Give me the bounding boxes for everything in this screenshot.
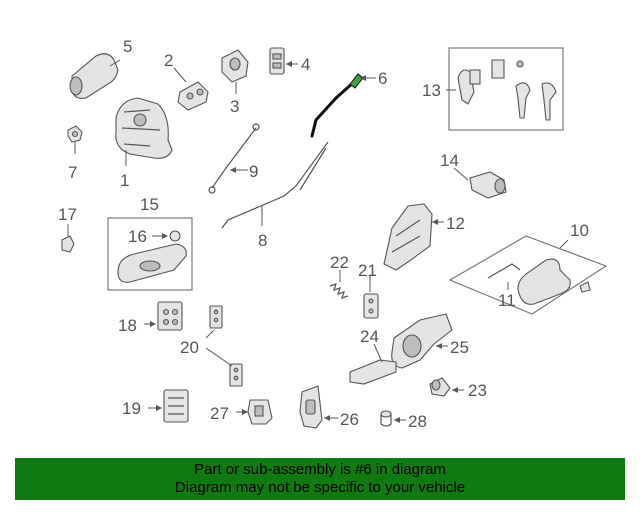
part-3-grommet[interactable] bbox=[221, 49, 249, 94]
callout-24[interactable]: 24 bbox=[360, 327, 379, 346]
part-2-bracket[interactable] bbox=[173, 67, 209, 111]
part-28-plug[interactable] bbox=[380, 410, 406, 427]
part-22-spring[interactable] bbox=[329, 270, 349, 299]
callout-26[interactable]: 26 bbox=[340, 410, 359, 429]
part-9-cable[interactable] bbox=[208, 123, 260, 194]
callout-17[interactable]: 17 bbox=[58, 205, 77, 224]
part-13-box bbox=[448, 47, 564, 131]
callout-10[interactable]: 10 bbox=[570, 221, 589, 240]
part-7-nut[interactable] bbox=[67, 125, 83, 154]
part-12-handle-frame[interactable] bbox=[383, 203, 444, 271]
part-27-bumper[interactable] bbox=[236, 399, 273, 425]
callout-1[interactable]: 1 bbox=[120, 171, 129, 190]
callout-21[interactable]: 21 bbox=[358, 261, 377, 280]
callout-2[interactable]: 2 bbox=[164, 51, 173, 70]
callout-7[interactable]: 7 bbox=[68, 163, 77, 182]
part-25-door-check[interactable] bbox=[349, 313, 453, 385]
part-10-outside-handle[interactable] bbox=[487, 258, 591, 305]
callout-20[interactable]: 20 bbox=[180, 338, 199, 357]
callout-12[interactable]: 12 bbox=[446, 214, 465, 233]
part-10-box bbox=[448, 235, 608, 315]
callout-28[interactable]: 28 bbox=[408, 412, 427, 431]
part-14-ignition-cylinder[interactable] bbox=[453, 167, 507, 199]
part-1-door-latch[interactable] bbox=[115, 97, 173, 166]
part-19-hinge[interactable] bbox=[148, 389, 189, 423]
part-5-lock-cylinder[interactable] bbox=[69, 53, 121, 99]
part-13-keys[interactable] bbox=[446, 59, 557, 121]
part-23-bushing[interactable] bbox=[429, 377, 464, 397]
part-24-pin[interactable] bbox=[373, 343, 383, 363]
part-26-striker[interactable] bbox=[299, 385, 338, 429]
callout-14[interactable]: 14 bbox=[440, 151, 459, 170]
callout-25[interactable]: 25 bbox=[450, 338, 469, 357]
callout-22[interactable]: 22 bbox=[330, 253, 349, 272]
callout-3[interactable]: 3 bbox=[230, 97, 239, 116]
callout-11[interactable]: 11 bbox=[498, 291, 516, 310]
part-18-hinge[interactable] bbox=[144, 301, 183, 331]
callout-5[interactable]: 5 bbox=[123, 37, 132, 56]
callout-15[interactable]: 15 bbox=[140, 195, 159, 214]
callout-4[interactable]: 4 bbox=[301, 55, 310, 74]
part-8-rod[interactable] bbox=[221, 141, 329, 229]
callout-9[interactable]: 9 bbox=[249, 162, 258, 181]
callout-6[interactable]: 6 bbox=[378, 69, 387, 88]
part-15-box bbox=[107, 217, 193, 291]
banner-line-1: Part or sub-assembly is #6 in diagram bbox=[194, 461, 446, 478]
callout-19[interactable]: 19 bbox=[122, 399, 141, 418]
callout-27[interactable]: 27 bbox=[210, 404, 229, 423]
banner-line-2: Diagram may not be specific to your vehi… bbox=[174, 479, 466, 496]
callout-16[interactable]: 16 bbox=[128, 227, 147, 246]
info-banner: Part or sub-assembly is #6 in diagram Di… bbox=[15, 458, 625, 500]
part-15-inside-handle[interactable] bbox=[117, 230, 187, 283]
callout-23[interactable]: 23 bbox=[468, 381, 487, 400]
callout-8[interactable]: 8 bbox=[258, 231, 267, 250]
callout-18[interactable]: 18 bbox=[118, 316, 137, 335]
part-21-stopper[interactable] bbox=[363, 276, 379, 319]
part-6-rod-highlighted[interactable] bbox=[310, 73, 376, 138]
callout-13[interactable]: 13 bbox=[422, 81, 441, 100]
part-17-bolt[interactable] bbox=[61, 224, 75, 253]
parts-diagram: 5 1 2 3 4 6 bbox=[58, 37, 608, 431]
part-20-shim[interactable] bbox=[205, 305, 243, 387]
part-4-clip[interactable] bbox=[269, 47, 298, 75]
